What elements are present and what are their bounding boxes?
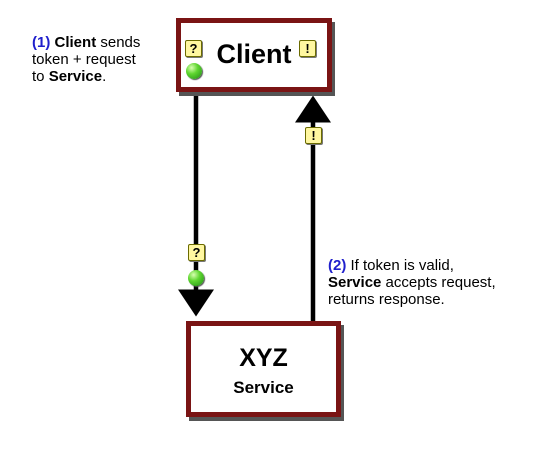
step-2-note: (2) If token is valid, Service accepts r…	[328, 257, 528, 308]
step-1-target: Service	[48, 68, 103, 85]
token-dot-icon	[188, 270, 204, 286]
question-badge-icon: ?	[185, 40, 202, 57]
step-1-label: (1)	[32, 34, 51, 51]
step-2-actor: Service	[328, 274, 382, 291]
service-box: XYZ Service	[186, 321, 341, 417]
service-subtitle: Service	[233, 378, 294, 397]
step-1-line3-suffix: .	[102, 68, 107, 85]
step-2-line1: If token is valid,	[346, 257, 454, 274]
step-2-line2: accepts request,	[381, 274, 496, 291]
exclamation-badge-icon: !	[299, 40, 316, 57]
step-1-line2: token + request	[32, 51, 136, 68]
question-badge-icon: ?	[188, 244, 205, 261]
step-1-line3-prefix: to	[32, 68, 49, 85]
step-1-actor: Client	[54, 34, 97, 51]
step-1-note: (1) Client sends token + request to Serv…	[32, 34, 172, 85]
client-title: Client	[216, 39, 292, 69]
step-2-label: (2)	[328, 257, 347, 274]
exclamation-badge-icon: !	[305, 127, 322, 144]
step-1-line1: sends	[96, 34, 141, 51]
service-title: XYZ	[239, 344, 288, 372]
step-2-line3: returns response.	[328, 291, 445, 308]
token-dot-icon	[186, 63, 202, 79]
